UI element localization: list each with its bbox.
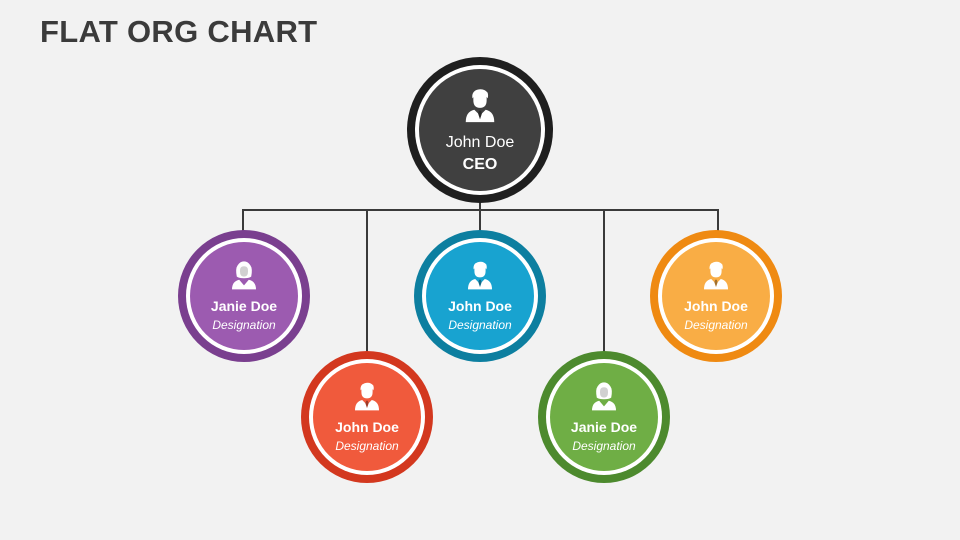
member-name: John Doe (335, 419, 399, 435)
ceo-title: CEO (462, 155, 498, 173)
female-user-icon (588, 380, 620, 417)
member-node-5[interactable]: John Doe Designation (650, 230, 782, 362)
member-node-3[interactable]: John Doe Designation (414, 230, 546, 362)
male-user-icon (464, 259, 496, 296)
member-designation: Designation (572, 439, 636, 453)
slide-title: FLAT ORG CHART (40, 14, 318, 49)
member-designation: Designation (335, 439, 399, 453)
member-name: Janie Doe (570, 419, 638, 435)
member-name: Janie Doe (210, 298, 278, 314)
member-designation: Designation (684, 318, 748, 332)
male-user-icon (461, 86, 499, 129)
male-user-icon (351, 380, 383, 417)
member-node-1[interactable]: Janie Doe Designation (178, 230, 310, 362)
member-node-2[interactable]: John Doe Designation (301, 351, 433, 483)
member-node-4[interactable]: Janie Doe Designation (538, 351, 670, 483)
ceo-name: John Doe (445, 133, 515, 151)
member-designation: Designation (448, 318, 512, 332)
male-user-icon (700, 259, 732, 296)
member-name: John Doe (684, 298, 748, 314)
member-designation: Designation (212, 318, 276, 332)
member-name: John Doe (448, 298, 512, 314)
female-user-icon (228, 259, 260, 296)
ceo-node[interactable]: John Doe CEO (407, 57, 553, 203)
